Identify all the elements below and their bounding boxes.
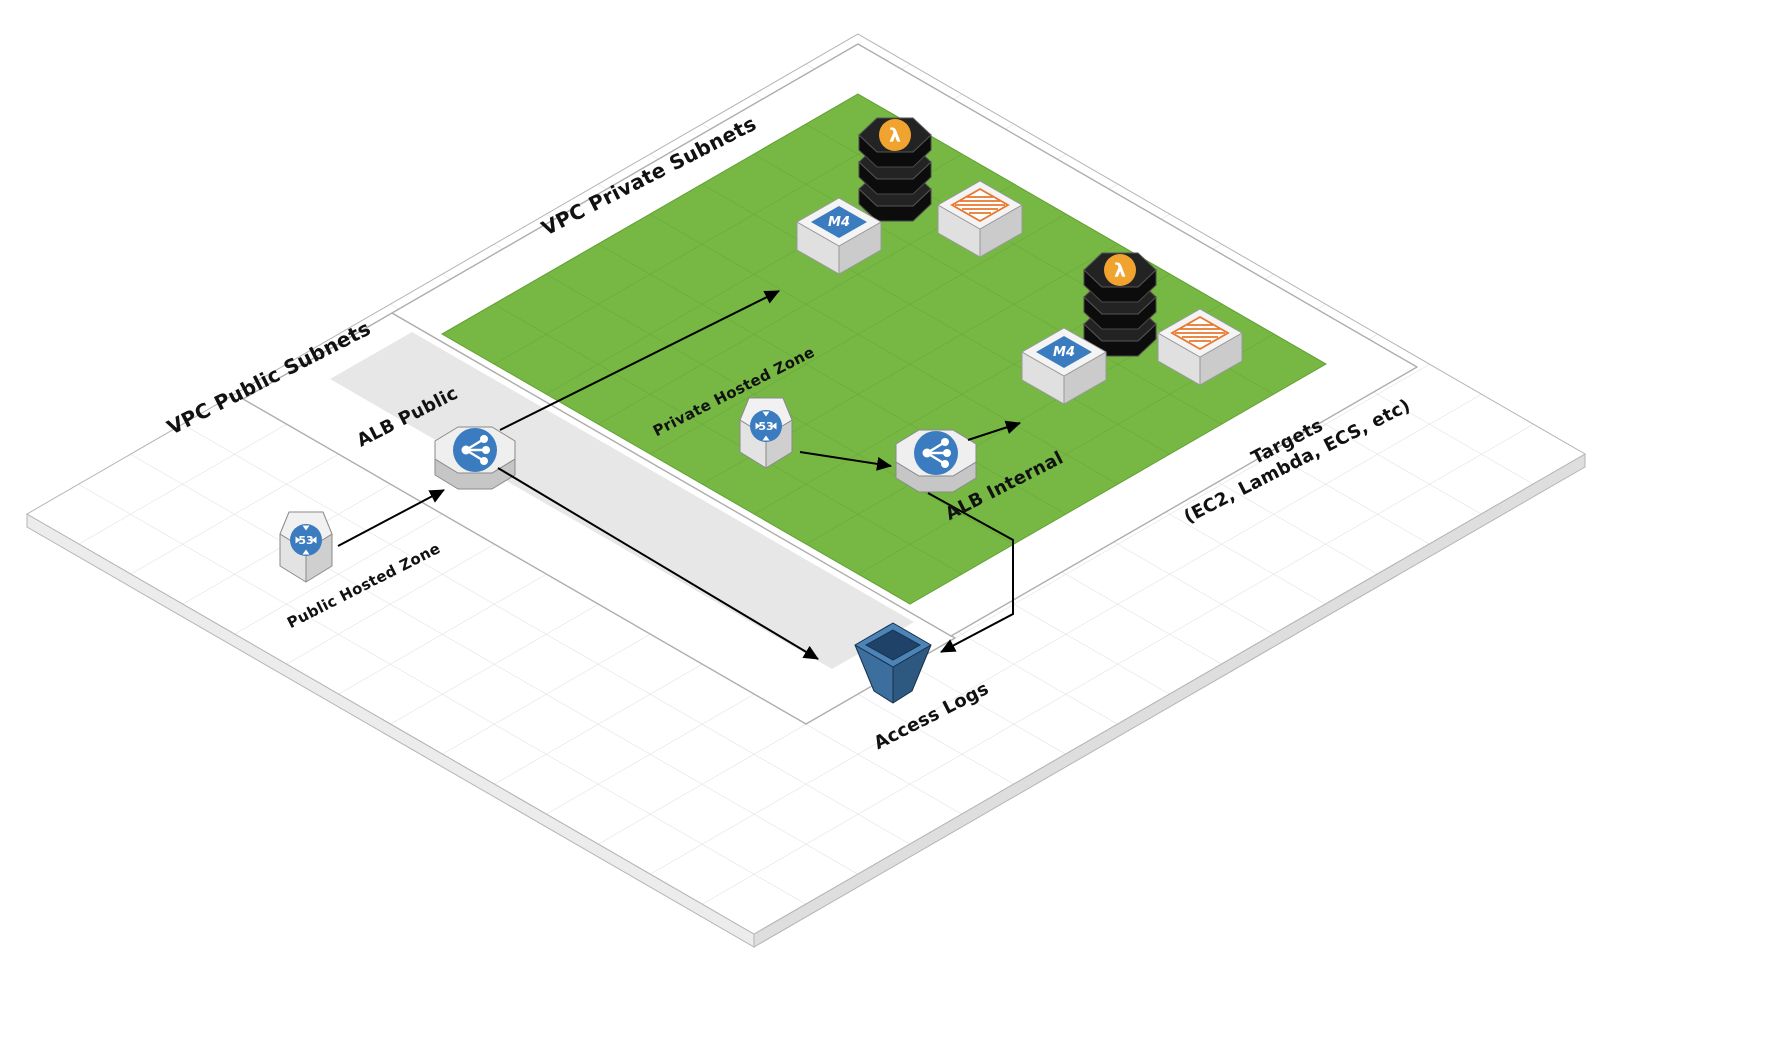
public-subnet-strip [330,332,914,669]
alb-public-icon [433,425,517,491]
arrows-layer [337,290,1021,660]
lambda-stack-icon-1 [858,117,932,222]
arrow-public-hz-to-alb-public [337,489,445,547]
private-subnet-green-area [440,93,1328,605]
arrow-alb-internal-to-access-logs [927,492,1014,653]
lambda-stack-icon-2 [1083,252,1157,357]
arrow-alb-public-to-access-logs [497,467,819,660]
arrow-alb-internal-to-targets [967,420,1021,441]
arrow-private-hz-to-alb-internal [799,451,892,471]
arrow-alb-public-to-targets [499,290,780,431]
alb-internal-icon [894,428,978,494]
